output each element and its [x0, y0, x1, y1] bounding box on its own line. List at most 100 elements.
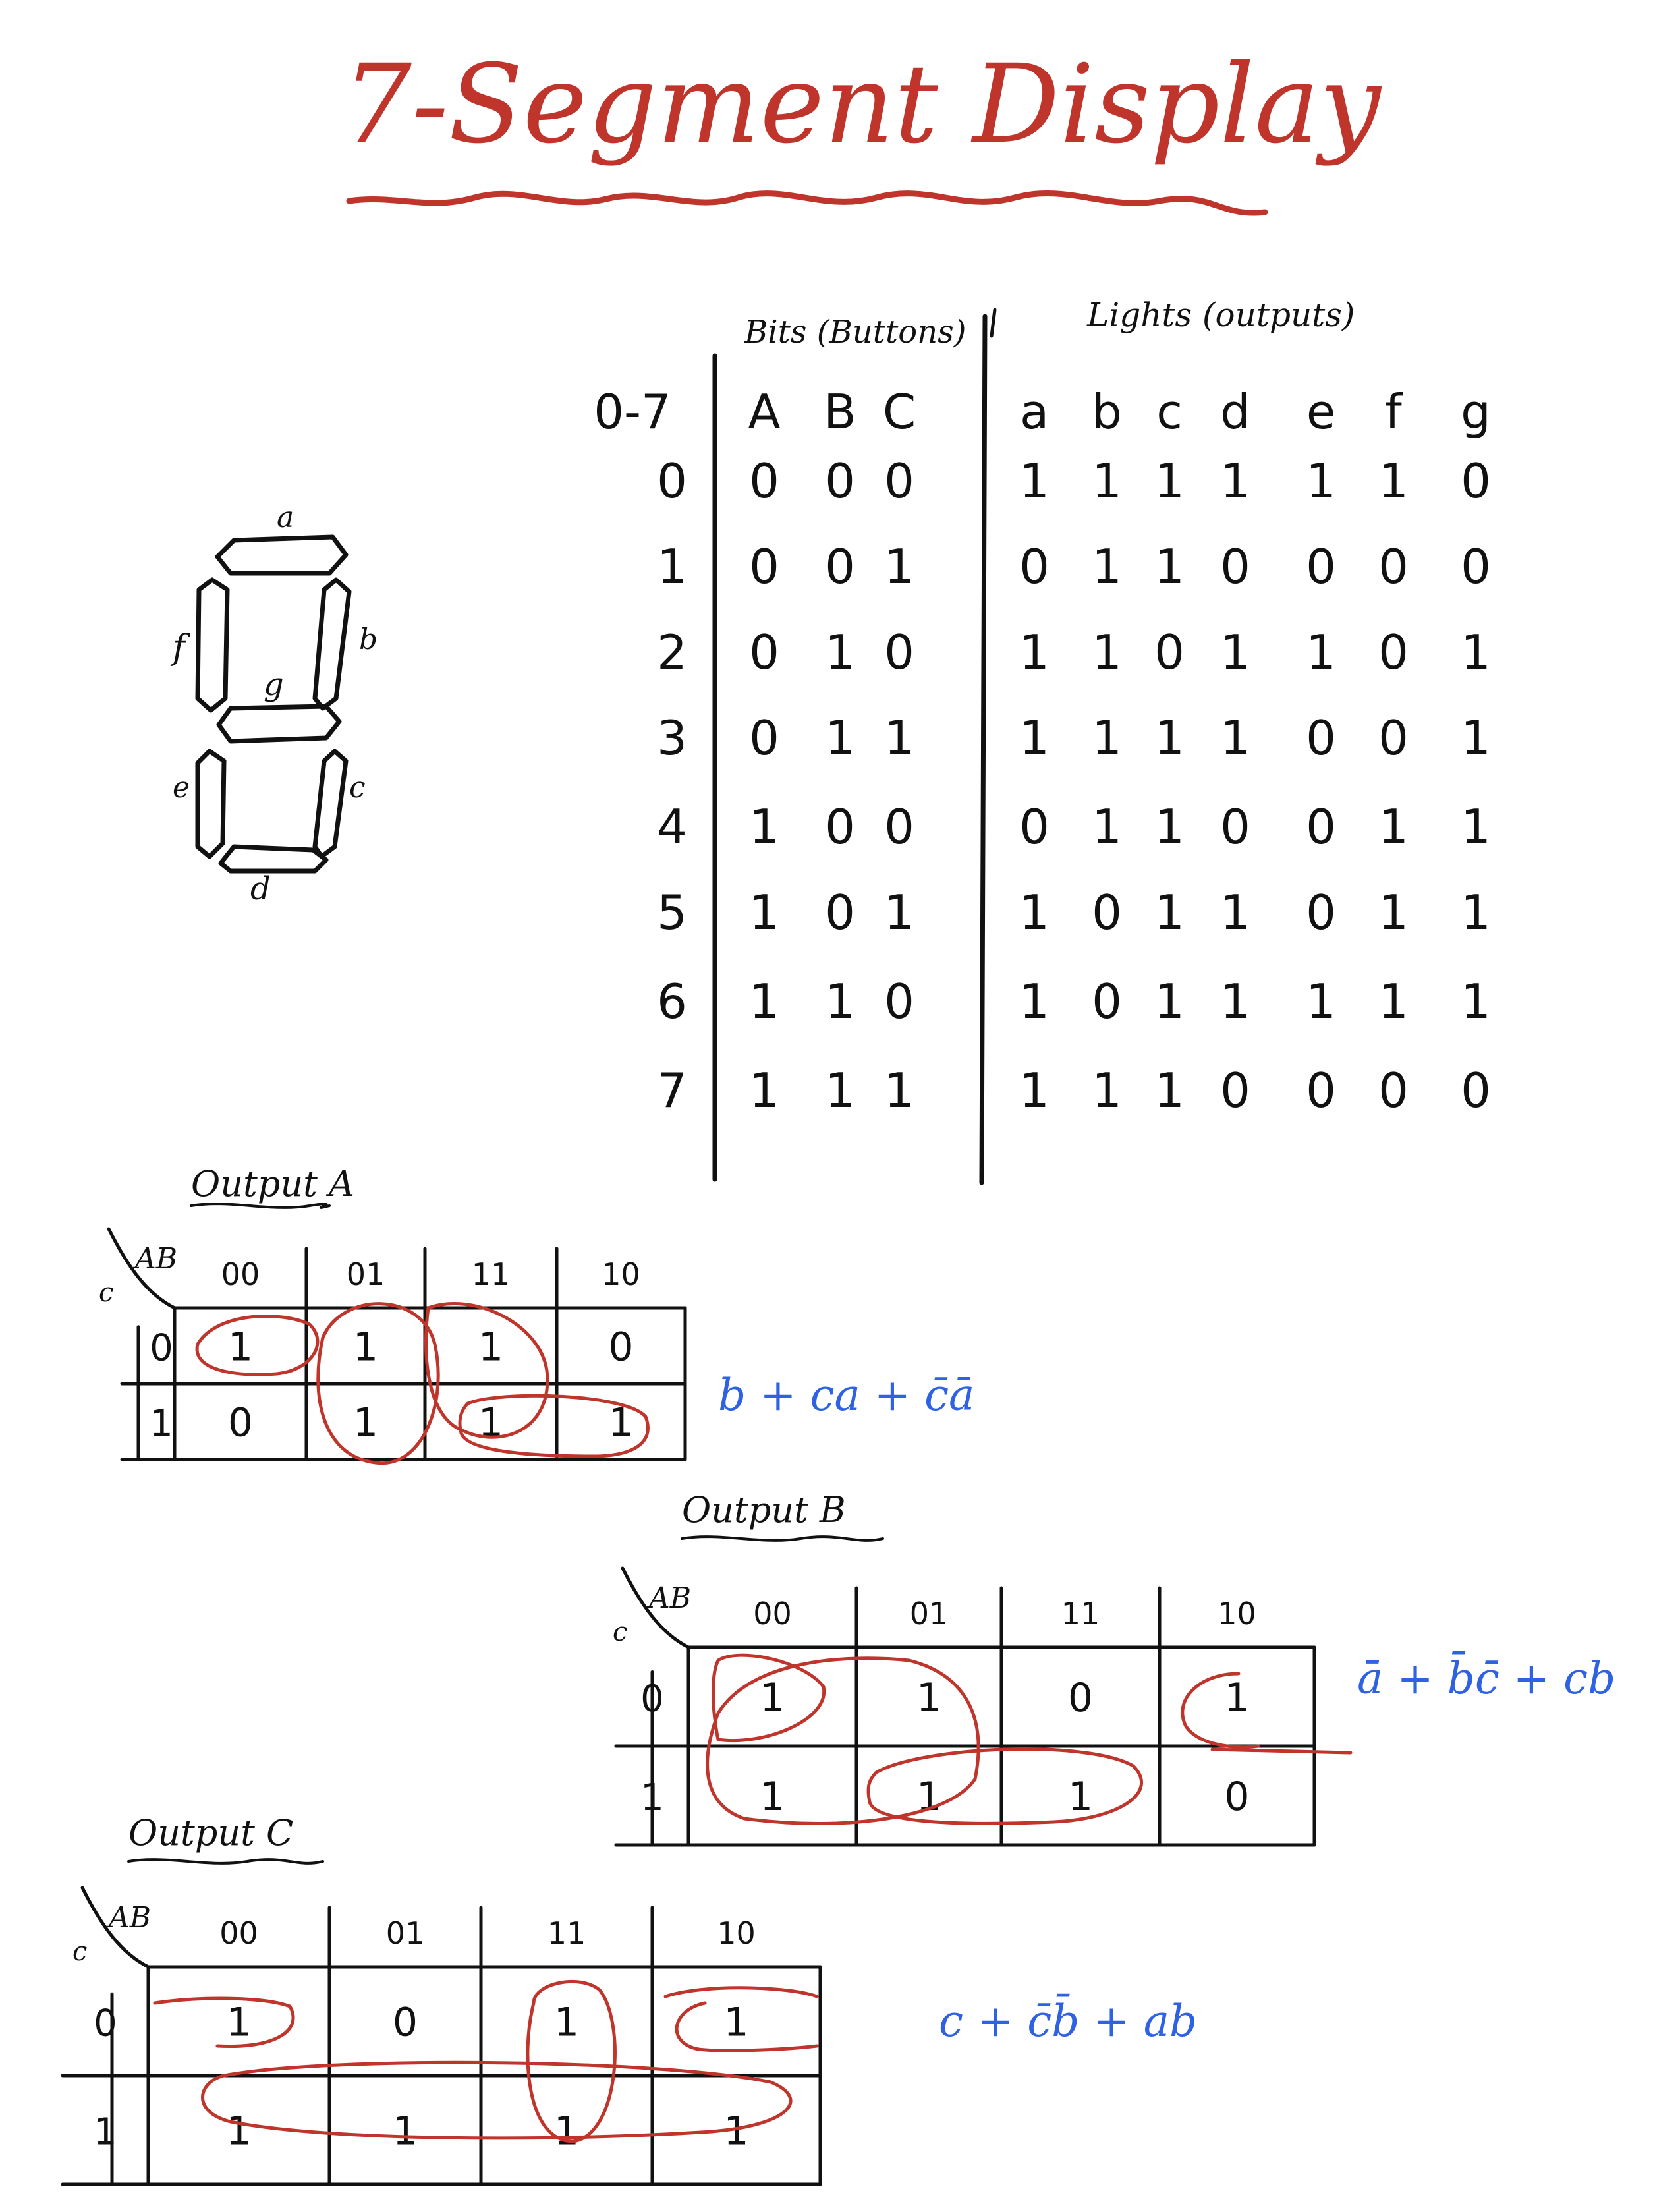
- segment-a: [215, 534, 349, 576]
- output-bit: 0: [1092, 974, 1122, 1029]
- row-index: 6: [657, 974, 687, 1029]
- page-title: 7-Segment Display: [343, 41, 1382, 167]
- output-bit: 1: [1092, 799, 1122, 855]
- output-bit: 0: [1306, 885, 1336, 940]
- kmap-cell: 0: [393, 2000, 418, 2046]
- kmap-cell: 1: [554, 2109, 579, 2155]
- output-bit: 1: [1092, 453, 1122, 509]
- kmap-cell: 1: [760, 1774, 785, 1820]
- row-index: 4: [657, 799, 687, 855]
- title-underline: [346, 190, 1268, 216]
- output-column-header: d: [1220, 384, 1250, 439]
- segment-label-a: a: [277, 501, 294, 534]
- kmap-title: Output B: [682, 1489, 846, 1531]
- input-bit: 1: [749, 799, 779, 855]
- output-bit: 1: [1461, 799, 1491, 855]
- output-bit: 1: [1306, 625, 1336, 680]
- kmap-cell: 0: [1068, 1675, 1093, 1721]
- group-loop: [1210, 1747, 1353, 1755]
- seven-segment-diagram: [195, 534, 352, 874]
- output-bit: 1: [1220, 974, 1250, 1029]
- input-bit: 1: [884, 885, 914, 940]
- output-bit: 0: [1306, 710, 1336, 766]
- kmap-cell: 1: [554, 2000, 579, 2046]
- kmap-cell: 0: [228, 1400, 253, 1446]
- kmap-column-header: 01: [347, 1257, 385, 1292]
- input-bit: 1: [884, 539, 914, 594]
- output-bit: 1: [1306, 453, 1336, 509]
- output-bit: 0: [1220, 799, 1250, 855]
- kmap-column-header: 01: [386, 1915, 425, 1951]
- kmap-column-header: 00: [219, 1915, 258, 1951]
- kmap-title-underline: [127, 1858, 324, 1865]
- input-bit: 0: [884, 799, 914, 855]
- kmap-cell: 1: [353, 1324, 378, 1371]
- input-column-header: C: [883, 384, 916, 439]
- input-bit: 0: [884, 625, 914, 680]
- output-column-header: a: [1020, 384, 1049, 439]
- output-bit: 1: [1019, 1063, 1050, 1118]
- output-bit: 0: [1019, 539, 1050, 594]
- kmap-cell: 1: [723, 2000, 748, 2046]
- input-bit: 1: [825, 974, 855, 1029]
- kmap-cell: 1: [916, 1675, 941, 1721]
- kmap-cell: 0: [1224, 1774, 1249, 1820]
- output-column-header: b: [1092, 384, 1122, 439]
- input-bit: 1: [884, 710, 914, 766]
- kmap-expression: ā + b̄c̄ + cb: [1357, 1652, 1615, 1704]
- output-bit: 1: [1019, 885, 1050, 940]
- kmap-row-header: 0: [94, 2002, 117, 2045]
- output-bit: 1: [1092, 625, 1122, 680]
- group-loop: [712, 1653, 826, 1742]
- input-bit: 1: [825, 625, 855, 680]
- kmap-title: Output C: [128, 1812, 293, 1854]
- table-divider-right: [979, 314, 988, 1185]
- input-bit: 1: [749, 974, 779, 1029]
- kmap-title: Output A: [191, 1163, 354, 1204]
- kmap-cell: 1: [226, 2109, 251, 2155]
- input-bit: 0: [749, 539, 779, 594]
- input-bit: 0: [884, 974, 914, 1029]
- output-bit: 1: [1092, 1063, 1122, 1118]
- kmap-corner-diagonal: [80, 1886, 150, 1969]
- output-bit: 0: [1378, 1063, 1409, 1118]
- output-bit: 1: [1461, 974, 1491, 1029]
- kmap-c-groups: [153, 1979, 819, 2143]
- lights-header: Lights (outputs): [1086, 296, 1355, 334]
- segment-f: [195, 577, 230, 713]
- output-bit: 1: [1220, 453, 1250, 509]
- input-bit: 0: [825, 799, 855, 855]
- output-bit: 1: [1019, 974, 1050, 1029]
- kmap-row-header: 1: [94, 2111, 117, 2154]
- segment-label-d: d: [250, 870, 271, 907]
- output-bit: 0: [1220, 539, 1250, 594]
- output-bit: 1: [1154, 539, 1185, 594]
- output-bit: 1: [1019, 453, 1050, 509]
- segment-c: [312, 749, 349, 859]
- kmap-column-header: 01: [910, 1596, 949, 1631]
- kmap-cell: 1: [1224, 1675, 1249, 1721]
- input-bit: 1: [825, 710, 855, 766]
- output-bit: 0: [1306, 539, 1336, 594]
- group-loop: [201, 2060, 793, 2140]
- segment-b: [312, 577, 352, 711]
- kmap-corner-c: c: [99, 1278, 113, 1308]
- kmap-row-header: 0: [640, 1678, 664, 1720]
- output-bit: 1: [1154, 710, 1185, 766]
- group-loop: [1181, 1672, 1260, 1749]
- kmap-title-underline: [190, 1203, 331, 1209]
- group-loop: [424, 1301, 549, 1439]
- bits-header: Bits (Buttons): [744, 314, 966, 351]
- output-bit: 1: [1092, 710, 1122, 766]
- kmap-column-header: 11: [547, 1915, 586, 1951]
- output-column-header: g: [1461, 384, 1491, 439]
- kmap-corner-ab: AB: [132, 1242, 177, 1276]
- output-bit: 0: [1461, 539, 1491, 594]
- output-bit: 0: [1461, 453, 1491, 509]
- input-bit: 1: [825, 1063, 855, 1118]
- input-column-header: B: [824, 384, 856, 439]
